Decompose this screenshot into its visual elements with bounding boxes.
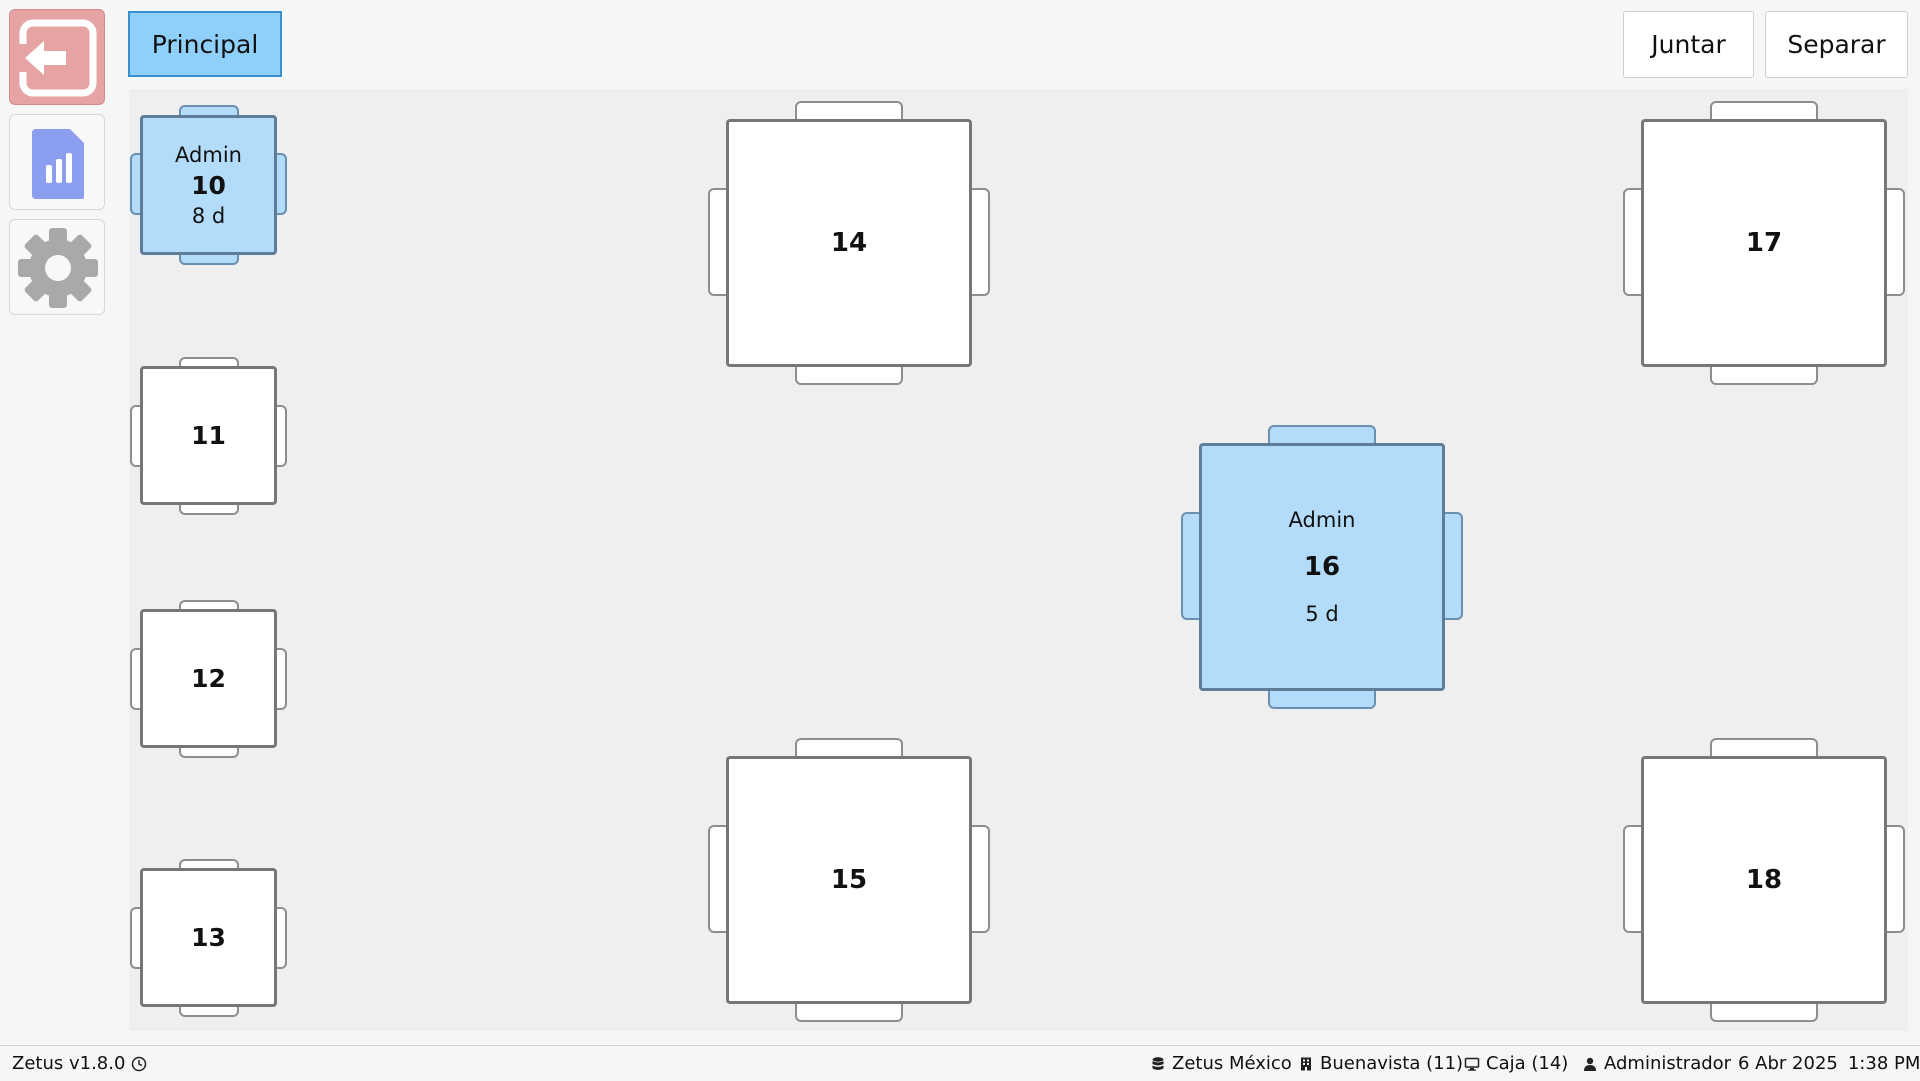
- table-waiter: Admin: [1288, 508, 1356, 532]
- table-18[interactable]: 18: [1623, 738, 1905, 1022]
- table-number: 17: [1745, 228, 1783, 258]
- table-14[interactable]: 14: [708, 101, 990, 385]
- table-10[interactable]: Admin 10 8 d: [130, 105, 287, 265]
- register-info: Caja (14): [1464, 1053, 1568, 1074]
- table-number: 11: [191, 421, 226, 450]
- branch-info: Buenavista (11): [1298, 1053, 1463, 1074]
- database-icon: [1152, 1056, 1164, 1070]
- status-bar: Zetus v1.8.0 Zetus México Buenavista (11…: [0, 1045, 1920, 1081]
- register-label: Caja (14): [1486, 1053, 1569, 1074]
- table-number: 14: [830, 228, 868, 258]
- table-top: 14: [726, 119, 972, 367]
- branch-label: Buenavista (11): [1320, 1053, 1464, 1074]
- table-12[interactable]: 12: [130, 600, 287, 758]
- table-11[interactable]: 11: [130, 357, 287, 515]
- table-time: 5 d: [1305, 602, 1339, 626]
- reports-icon: [32, 129, 84, 199]
- table-top: 18: [1641, 756, 1887, 1004]
- user-info: Administrador: [1582, 1053, 1731, 1074]
- table-15[interactable]: 15: [708, 738, 990, 1022]
- table-number: 12: [191, 664, 226, 693]
- table-number: 15: [830, 865, 868, 895]
- table-number: 13: [191, 923, 226, 952]
- company-label: Zetus México: [1172, 1053, 1292, 1074]
- table-waiter: Admin: [175, 142, 242, 167]
- gear-icon: [18, 228, 98, 308]
- table-17[interactable]: 17: [1623, 101, 1905, 385]
- table-time: 8 d: [191, 203, 226, 228]
- table-top: 12: [140, 609, 277, 748]
- table-number: 10: [191, 170, 226, 200]
- user-icon: [1584, 1057, 1596, 1071]
- table-top: 13: [140, 868, 277, 1007]
- exit-button[interactable]: [9, 9, 105, 105]
- version-info: Zetus v1.8.0: [12, 1053, 147, 1074]
- date-label: 6 Abr 2025: [1738, 1053, 1838, 1074]
- building-icon: [1301, 1057, 1311, 1070]
- settings-button[interactable]: [9, 219, 105, 315]
- table-13[interactable]: 13: [130, 859, 287, 1017]
- company-info: Zetus México: [1150, 1053, 1292, 1074]
- table-16[interactable]: Admin 16 5 d: [1181, 425, 1463, 709]
- exit-icon: [14, 19, 97, 97]
- table-top: 15: [726, 756, 972, 1004]
- table-top: Admin 16 5 d: [1199, 443, 1445, 691]
- datetime-info: 6 Abr 2025 1:38 PM: [1738, 1053, 1920, 1074]
- table-top: 11: [140, 366, 277, 505]
- table-number: 16: [1303, 552, 1341, 582]
- separate-tables-button[interactable]: Separar: [1765, 11, 1908, 78]
- tab-principal[interactable]: Principal: [128, 11, 282, 77]
- table-number: 18: [1745, 865, 1783, 895]
- reports-button[interactable]: [9, 114, 105, 210]
- table-top: 17: [1641, 119, 1887, 367]
- version-label: Zetus v1.8.0: [12, 1053, 126, 1074]
- user-label: Administrador: [1604, 1053, 1732, 1074]
- table-top: Admin 10 8 d: [140, 115, 277, 255]
- monitor-icon: [1464, 1057, 1480, 1071]
- join-tables-button[interactable]: Juntar: [1623, 11, 1754, 78]
- time-label: 1:38 PM: [1847, 1053, 1920, 1074]
- clock-icon[interactable]: [131, 1056, 147, 1072]
- floor-plan: Admin 10 8 d 11 12 13: [129, 89, 1908, 1031]
